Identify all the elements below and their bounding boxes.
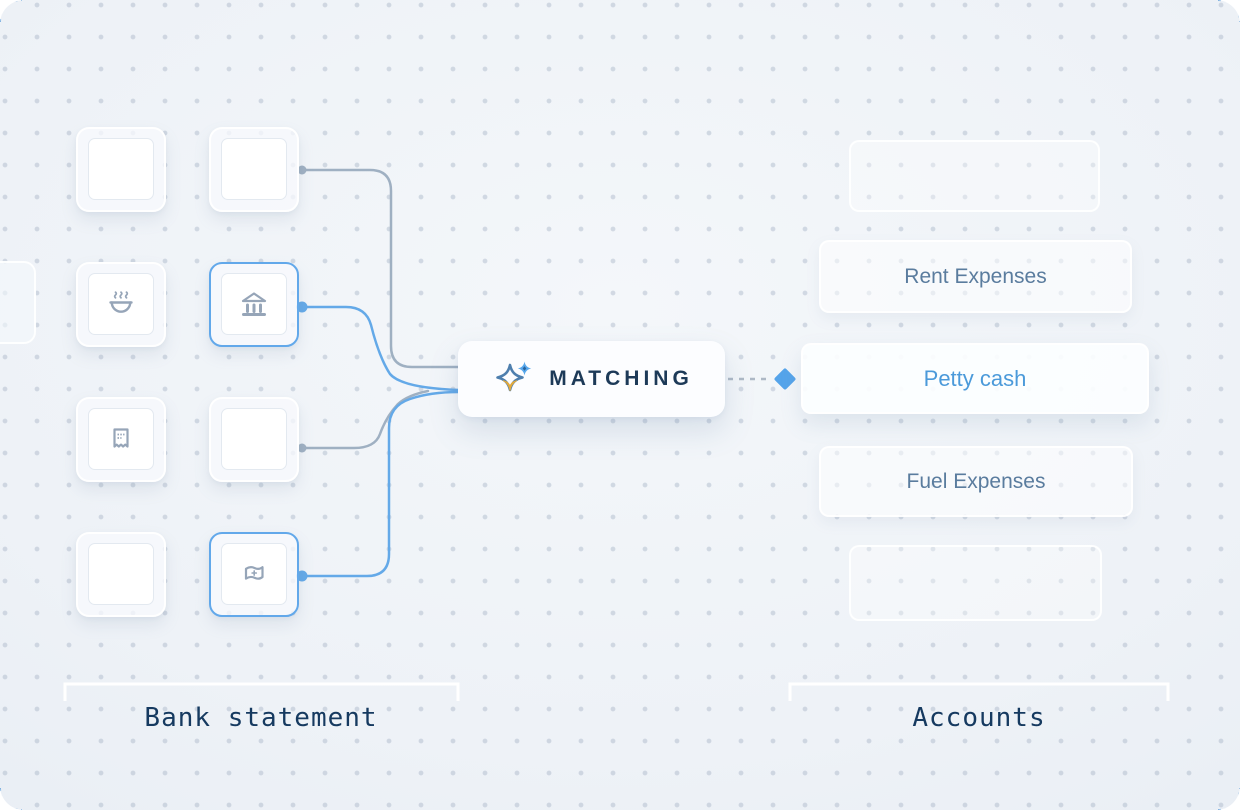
blue-connectors — [301, 305, 461, 578]
tile-face — [88, 408, 154, 470]
match-diamond — [773, 367, 797, 391]
transaction-tile-empty[interactable] — [209, 397, 299, 482]
section-brackets — [63, 682, 1170, 701]
tile-face — [88, 273, 154, 335]
tile-face — [221, 408, 287, 470]
matching-node[interactable]: MATCHING — [458, 341, 725, 417]
bank-building-icon — [241, 292, 267, 316]
tile-face — [221, 138, 287, 200]
account-box-petty-cash[interactable]: Petty cash — [801, 343, 1149, 414]
gray-connectors — [301, 168, 461, 450]
account-label: Fuel Expenses — [906, 469, 1046, 493]
connector-ports — [296, 165, 308, 582]
matching-label: MATCHING — [549, 367, 693, 390]
account-box-fuel-expenses[interactable]: Fuel Expenses — [819, 446, 1133, 517]
transaction-tile-bank[interactable] — [209, 262, 299, 347]
transaction-tile-receipt[interactable] — [76, 397, 166, 482]
tile-face — [88, 543, 154, 605]
account-box-empty[interactable] — [849, 140, 1100, 212]
sparkle-icon — [496, 361, 532, 392]
tile-face — [88, 138, 154, 200]
receipt-icon — [113, 428, 129, 448]
transaction-tile-empty[interactable] — [76, 127, 166, 212]
tile-face — [221, 543, 287, 605]
transaction-tile-empty[interactable] — [209, 127, 299, 212]
flag-icon — [244, 566, 264, 580]
bank-statement-label: Bank statement — [144, 703, 378, 733]
accounts-label: Accounts — [912, 703, 1046, 733]
account-label: Rent Expenses — [904, 264, 1047, 288]
coffee-cup-icon — [109, 291, 133, 313]
tile-partial-offscreen — [0, 261, 36, 344]
account-box-rent-expenses[interactable]: Rent Expenses — [819, 240, 1132, 313]
transaction-tile-coffee[interactable] — [76, 262, 166, 347]
tile-face — [221, 273, 287, 335]
account-label: Petty cash — [923, 365, 1027, 391]
transaction-tile-empty[interactable] — [76, 532, 166, 617]
transaction-tile-flag[interactable] — [209, 532, 299, 617]
account-box-empty[interactable] — [849, 545, 1102, 621]
